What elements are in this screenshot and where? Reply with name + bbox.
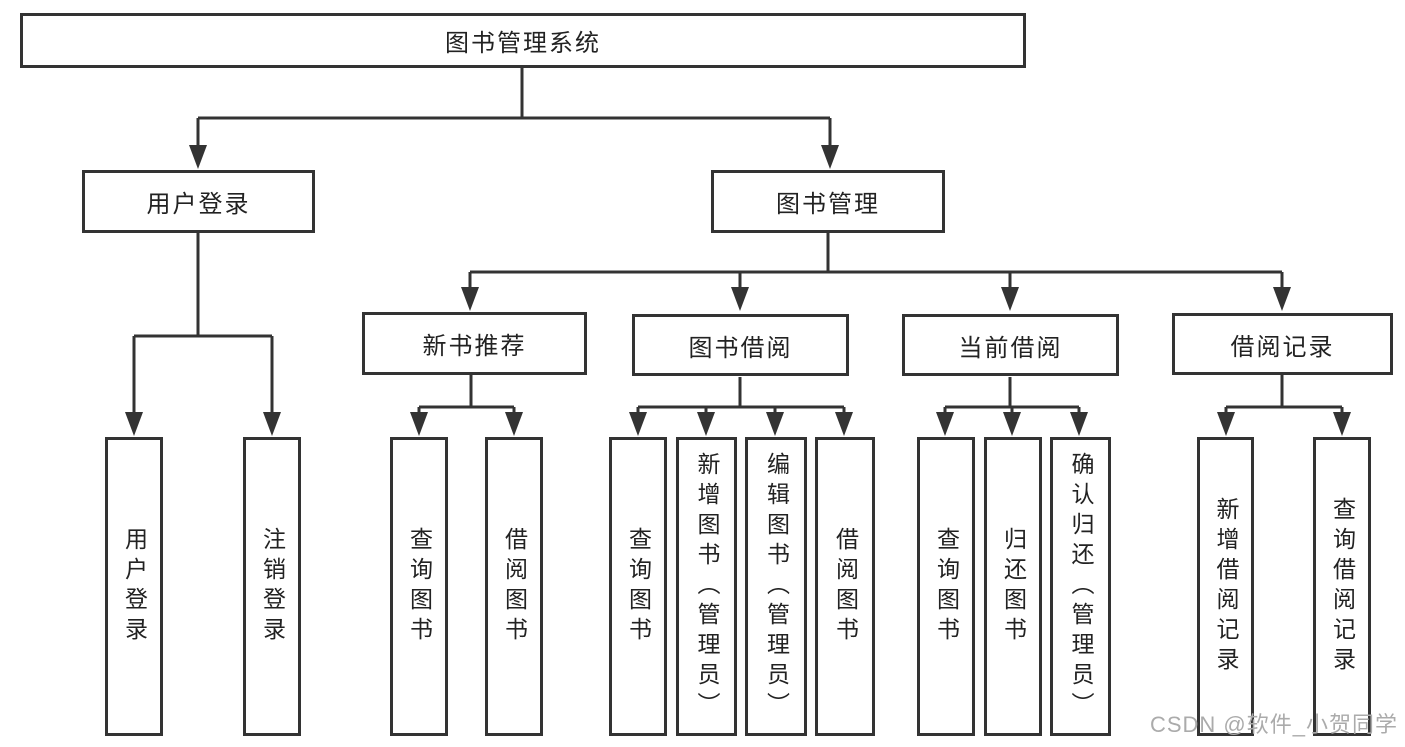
leaf-recommend-query-books: 查询图书 [390, 437, 448, 736]
leaf-user-login: 用户登录 [105, 437, 163, 736]
node-new-book-recommend-label: 新书推荐 [422, 333, 527, 360]
node-book-borrow-label: 图书借阅 [688, 334, 793, 362]
arrowheads [125, 145, 1351, 436]
leaf-current-confirm-return-admin-label: 确认归还（管理员） [1068, 451, 1094, 722]
arrow-down-icon [1001, 287, 1019, 311]
leaf-logout: 注销登录 [243, 437, 301, 736]
leaf-borrow-edit-books-admin-label: 编辑图书（管理员） [763, 451, 790, 722]
connector-root-to-level1 [196, 68, 832, 153]
arrow-down-icon [1003, 412, 1021, 436]
leaf-current-query-books: 查询图书 [917, 437, 975, 736]
leaf-borrow-borrow-books-label: 借阅图书 [832, 526, 859, 647]
arrow-down-icon [461, 287, 479, 311]
arrow-down-icon [936, 412, 954, 436]
node-book-borrow: 图书借阅 [632, 314, 849, 376]
arrow-down-icon [410, 412, 428, 436]
leaf-borrow-borrow-books: 借阅图书 [815, 437, 875, 736]
node-user-login: 用户登录 [82, 170, 315, 233]
csdn-watermark: CSDN @软件_小贺同学 [1149, 712, 1398, 737]
node-user-login-label: 用户登录 [146, 191, 251, 218]
leaf-current-return-books-label: 归还图书 [1000, 526, 1027, 647]
arrow-down-icon [766, 412, 784, 436]
node-borrow-record-label: 借阅记录 [1230, 333, 1335, 361]
leaf-current-confirm-return-admin: 确认归还（管理员） [1050, 437, 1111, 736]
arrow-down-icon [1070, 412, 1088, 436]
leaf-recommend-query-books-label: 查询图书 [406, 526, 433, 647]
leaf-borrow-query-books-label: 查询图书 [625, 526, 652, 647]
leaf-borrow-add-books-admin-label: 新增图书（管理员） [694, 451, 720, 722]
leaf-borrow-add-books-admin: 新增图书（管理员） [676, 437, 737, 736]
leaf-recommend-borrow-books-label: 借阅图书 [501, 526, 528, 647]
arrow-down-icon [263, 412, 281, 436]
leaf-records-add-record-label: 新增借阅记录 [1213, 496, 1239, 677]
leaf-records-query-record-label: 查询借阅记录 [1329, 496, 1356, 677]
leaf-records-add-record: 新增借阅记录 [1197, 437, 1254, 736]
arrow-down-icon [731, 287, 749, 311]
node-current-borrow-label: 当前借阅 [958, 334, 1063, 362]
leaf-current-query-books-label: 查询图书 [933, 526, 960, 647]
node-borrow-record: 借阅记录 [1172, 313, 1393, 375]
arrow-down-icon [629, 412, 647, 436]
node-book-management: 图书管理 [711, 170, 945, 233]
connector-book-management-to-level2 [468, 233, 1284, 295]
leaf-current-return-books: 归还图书 [984, 437, 1042, 736]
leaf-recommend-borrow-books: 借阅图书 [485, 437, 543, 736]
arrow-down-icon [1217, 412, 1235, 436]
leaf-records-query-record: 查询借阅记录 [1313, 437, 1371, 736]
arrow-down-icon [697, 412, 715, 436]
connector-borrow-record-to-leaves [1224, 375, 1344, 420]
arrow-down-icon [1273, 287, 1291, 311]
node-root: 图书管理系统 [20, 13, 1026, 68]
arrow-down-icon [125, 412, 143, 436]
arrow-down-icon [1333, 412, 1351, 436]
node-root-label: 图书管理系统 [445, 30, 601, 57]
arrow-down-icon [821, 145, 839, 169]
arrow-down-icon [835, 412, 853, 436]
arrow-down-icon [505, 412, 523, 436]
leaf-logout-label: 注销登录 [259, 526, 286, 647]
node-new-book-recommend: 新书推荐 [362, 312, 587, 375]
node-current-borrow: 当前借阅 [902, 314, 1119, 376]
leaf-user-login-label: 用户登录 [121, 526, 148, 647]
node-book-management-label: 图书管理 [776, 191, 880, 218]
connector-new-book-to-leaves [417, 375, 516, 420]
leaf-borrow-query-books: 查询图书 [609, 437, 667, 736]
arrow-down-icon [189, 145, 207, 169]
leaf-borrow-edit-books-admin: 编辑图书（管理员） [745, 437, 807, 736]
connector-user-login-to-leaves [132, 233, 274, 420]
connector-book-borrow-to-leaves [636, 377, 846, 420]
